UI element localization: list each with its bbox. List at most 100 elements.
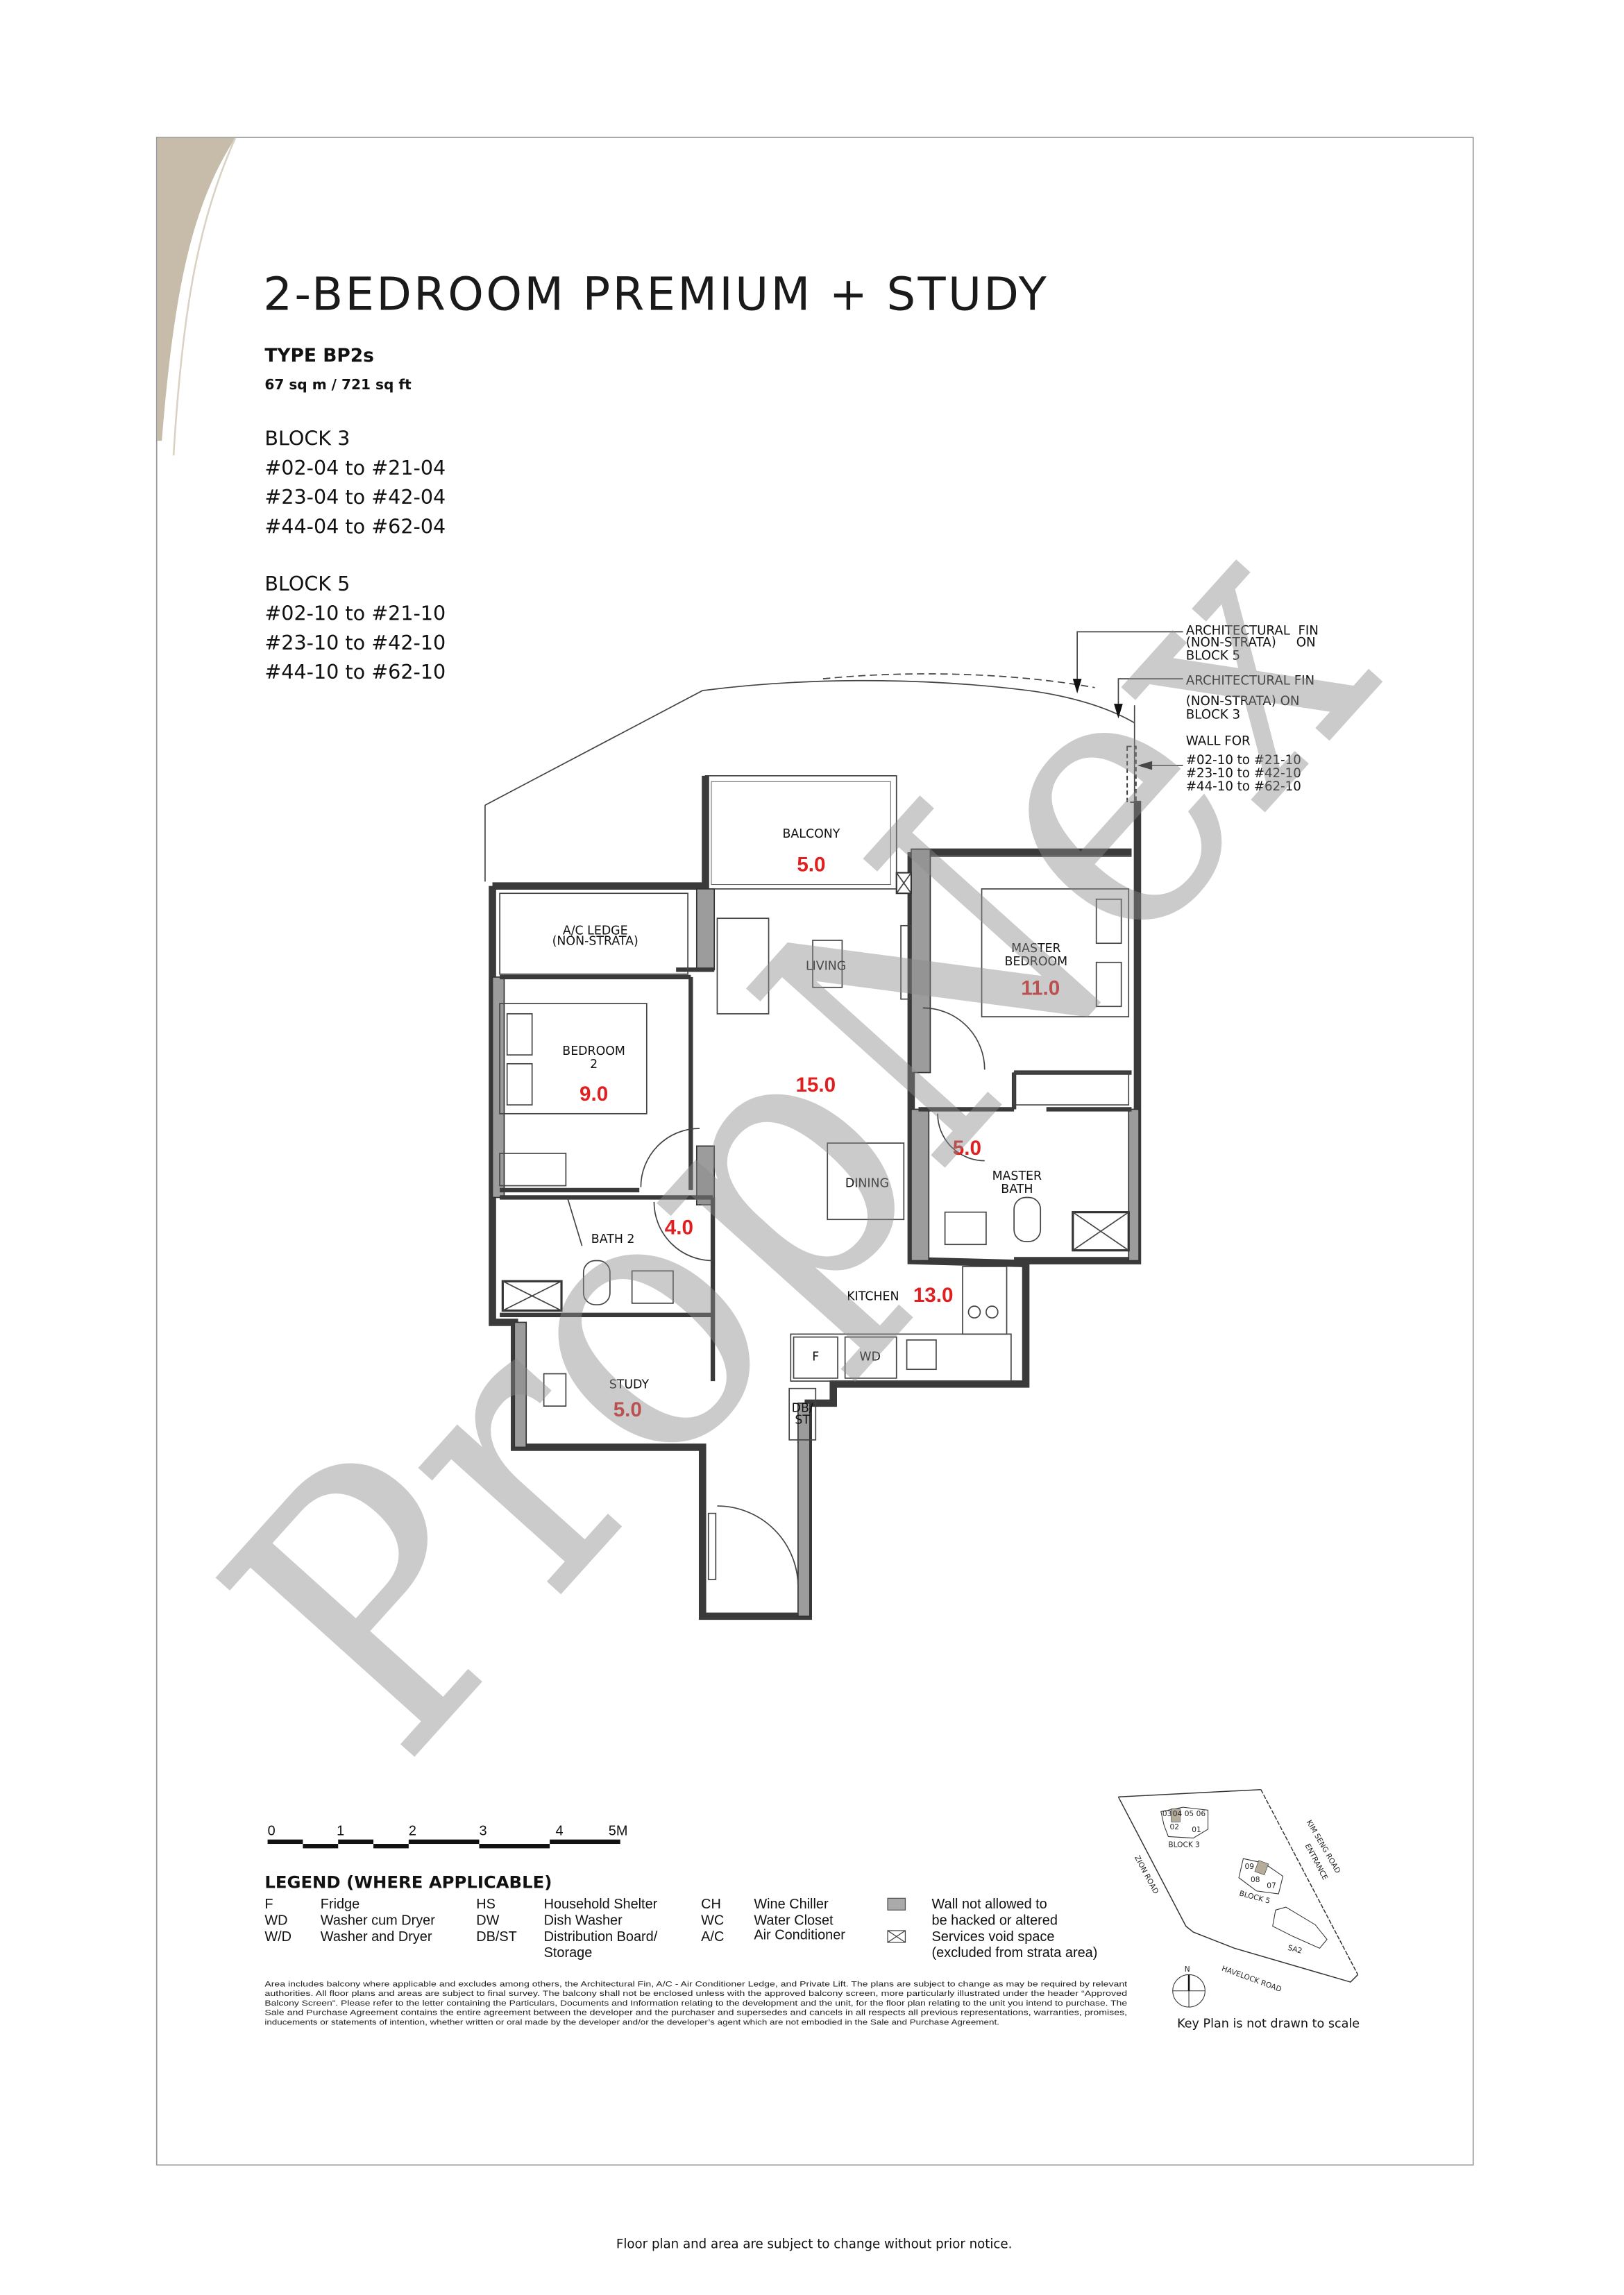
sa2-label: SA2 (1287, 1944, 1303, 1956)
legend-abbr: WD (264, 1913, 287, 1928)
arrow-icon (1072, 679, 1082, 694)
annotation-line: (NON-STRATA) ON (1186, 636, 1316, 650)
unit-range: #44-04 to #62-04 (264, 515, 446, 539)
block-name: BLOCK 5 (264, 572, 350, 595)
room-label: MASTER (992, 1169, 1042, 1183)
legend: LEGEND (WHERE APPLICABLE) F Fridge WD Wa… (264, 1872, 1097, 1961)
pillow (1095, 961, 1122, 1008)
annotation-fin-block3: ARCHITECTURAL FIN (NON-STRATA) ON BLOCK … (1186, 674, 1314, 722)
unit-number: 09 (1245, 1863, 1254, 1871)
unit-number: 06 (1196, 1810, 1206, 1818)
scale-tick: 4 (556, 1823, 564, 1838)
legend-abbr: WC (701, 1913, 724, 1928)
legend-desc: Wall not allowed to (932, 1897, 1047, 1912)
unit-number: 05 (1185, 1810, 1194, 1818)
balcony-inner (711, 781, 891, 886)
kitchen-counter (790, 1333, 1012, 1382)
door-swing (640, 1128, 700, 1187)
room-label: DINING (845, 1177, 889, 1191)
scale-tick: 1 (337, 1823, 344, 1838)
north-label: N (1185, 1965, 1190, 1974)
room-label: LIVING (806, 959, 846, 973)
door-swing (566, 1197, 583, 1246)
legend-title: LEGEND (WHERE APPLICABLE) (264, 1872, 552, 1892)
legend-abbr: F (264, 1897, 273, 1912)
legend-desc: Water Closet (754, 1913, 834, 1928)
block-3-label: BLOCK 3 (1168, 1840, 1200, 1849)
services-void-cross (502, 1280, 562, 1312)
legend-desc: Dish Washer (544, 1913, 623, 1928)
washer-box (844, 1336, 897, 1379)
legend-abbr: W/D (264, 1929, 291, 1945)
scale-tick: 5M (609, 1823, 628, 1838)
room-label: STUDY (609, 1378, 650, 1392)
unit-range: #23-10 to #42-10 (264, 631, 446, 654)
room-label: BALCONY (783, 827, 840, 841)
decorative-swoosh (157, 138, 236, 441)
fridge-box (793, 1336, 838, 1379)
door-swing (717, 1505, 799, 1587)
site-boundary-dashed (1260, 1789, 1359, 1975)
legend-desc: Wine Chiller (754, 1897, 829, 1912)
room-label: (NON-STRATA) (552, 934, 638, 948)
kitchen-sink (906, 1339, 937, 1371)
study-desk (543, 1373, 567, 1407)
legend-abbr: A/C (701, 1929, 724, 1945)
legend-abbr: DW (476, 1913, 499, 1928)
block-5-list: BLOCK 5 #02-10 to #21-10 #23-10 to #42-1… (264, 572, 446, 684)
legend-abbr: HS (476, 1897, 496, 1912)
annotation-leader (1076, 631, 1183, 691)
block-3-list: BLOCK 3 #02-04 to #21-04 #23-04 to #42-0… (264, 426, 446, 538)
unit-highlight (1254, 1860, 1269, 1876)
annotation-line: ARCHITECTURAL FIN (1186, 624, 1319, 638)
annotation-wall-for: WALL FOR #02-10 to #21-10 #23-10 to #42-… (1186, 734, 1301, 794)
unit-type: TYPE BP2s (264, 345, 374, 366)
legend-desc: (excluded from strata area) (932, 1945, 1098, 1961)
unit-range: #23-04 to #42-04 (264, 485, 446, 509)
legend-desc: Air Conditioner (754, 1928, 845, 1943)
wc (582, 1260, 611, 1305)
room-label: MASTER (1011, 942, 1061, 956)
basin (631, 1270, 674, 1304)
structural-wall (797, 1403, 811, 1617)
dining-table (827, 1142, 905, 1221)
basin (944, 1211, 987, 1246)
annotation-line: (NON-STRATA) ON (1186, 694, 1300, 709)
bed (499, 1003, 648, 1115)
internal-wall (918, 1070, 1132, 1112)
annotation-line: BLOCK 5 (1186, 649, 1240, 663)
coffee-table (812, 940, 843, 988)
room-area: 15.0 (795, 1074, 836, 1096)
legend-desc: Fridge (321, 1897, 360, 1912)
structural-wall (695, 1145, 716, 1205)
room-label: BATH 2 (591, 1233, 635, 1246)
sofa (716, 917, 770, 1015)
disclaimer-line: Area includes balcony where applicable a… (264, 1980, 1127, 1988)
entry-door-panel (707, 1512, 717, 1580)
room-label: BATH (1001, 1183, 1033, 1196)
legend-desc: be hacked or altered (932, 1913, 1058, 1928)
floor-plan: BALCONY 5.0 A/C LEDGE (NON-STRATA) BEDRO… (484, 631, 1183, 1620)
ac-ledge-line (499, 892, 688, 975)
dbst-box (788, 1387, 817, 1441)
scale-tick: 0 (268, 1823, 276, 1838)
compass-icon (1172, 1974, 1206, 2008)
legend-abbr: DB/ST (476, 1929, 517, 1945)
room-area: 4.0 (665, 1216, 693, 1239)
unit-range: #02-04 to #21-04 (264, 456, 446, 480)
wc (1013, 1196, 1042, 1242)
disclaimer-line: Sale and Purchase Agreement contains the… (264, 2009, 1127, 2017)
unit-range: #02-10 to #21-10 (264, 601, 446, 625)
unit-number: 01 (1192, 1826, 1201, 1834)
room-label: A/C LEDGE (563, 924, 628, 938)
key-plan-note: Key Plan is not drawn to scale (1177, 2017, 1360, 2031)
door-swing (922, 1007, 986, 1070)
legend-desc: Washer cum Dryer (321, 1913, 435, 1928)
annotation-line: #44-10 to #62-10 (1186, 779, 1301, 794)
hob (967, 1305, 981, 1319)
bed (981, 888, 1130, 1017)
disclaimer-line: inducements or statements of intention, … (264, 2018, 999, 2026)
annotation-fin-block5: ARCHITECTURAL FIN (NON-STRATA) ON BLOCK … (1186, 624, 1319, 663)
scale-tick: 3 (479, 1823, 487, 1838)
